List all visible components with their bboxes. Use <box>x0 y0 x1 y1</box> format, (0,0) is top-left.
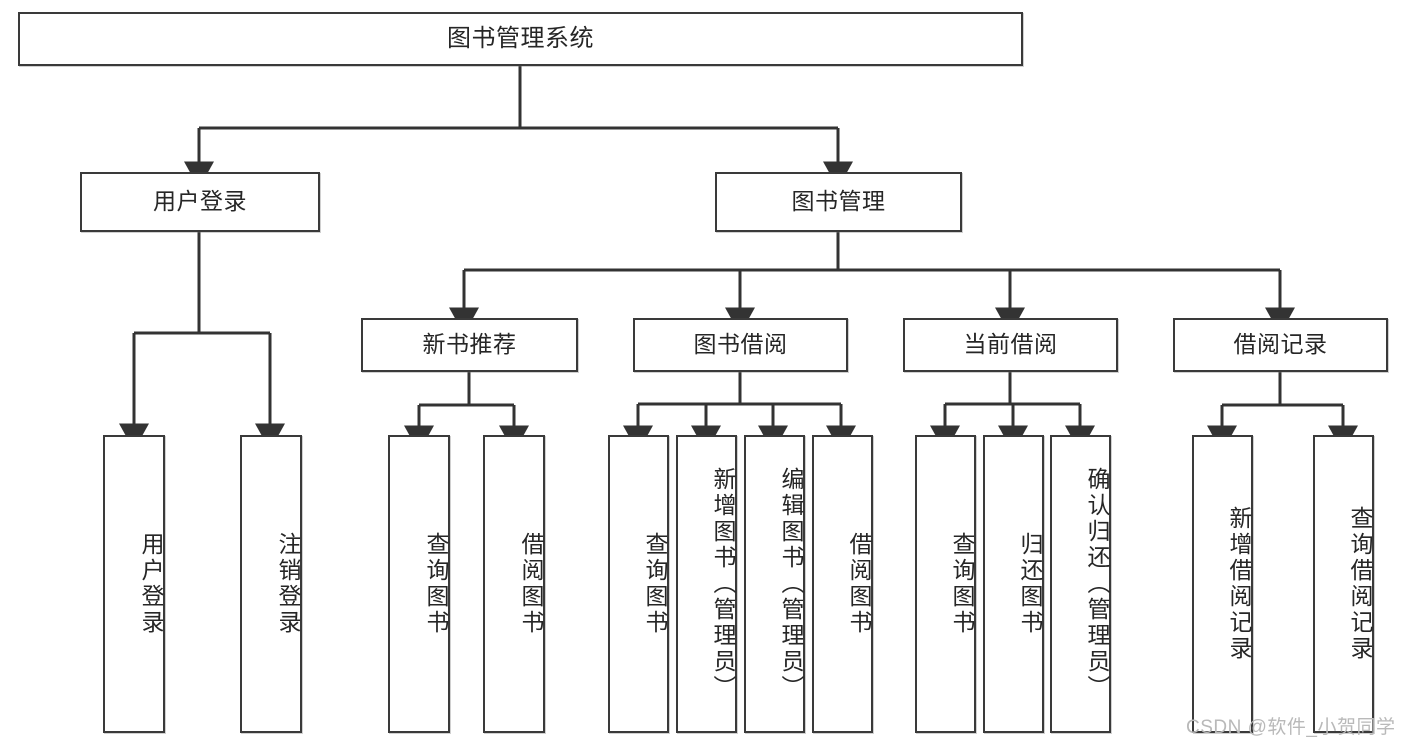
leaf-user-login-login[interactable]: 用户登录 <box>103 435 165 733</box>
leaf-new-book-borrow[interactable]: 借阅图书 <box>483 435 545 733</box>
node-label: 借阅图书 <box>846 532 872 636</box>
node-book-borrow[interactable]: 图书借阅 <box>633 318 848 372</box>
node-borrow-records[interactable]: 借阅记录 <box>1173 318 1388 372</box>
node-label: 查询借阅记录 <box>1347 506 1373 662</box>
node-label: 新增借阅记录 <box>1226 506 1252 662</box>
node-label: 图书借阅 <box>693 331 788 358</box>
node-label: 新增图书（管理员） <box>710 467 736 701</box>
node-label: 图书管理系统 <box>447 24 594 52</box>
node-label: 借阅图书 <box>518 532 544 636</box>
leaf-new-book-query[interactable]: 查询图书 <box>388 435 450 733</box>
node-label: 编辑图书（管理员） <box>778 467 804 701</box>
leaf-records-query-record[interactable]: 查询借阅记录 <box>1313 435 1374 733</box>
node-label: 查询图书 <box>949 532 975 636</box>
node-root-system[interactable]: 图书管理系统 <box>18 12 1023 66</box>
leaf-borrow-query-book[interactable]: 查询图书 <box>608 435 669 733</box>
node-label: 确认归还（管理员） <box>1084 467 1110 701</box>
leaf-records-add-record[interactable]: 新增借阅记录 <box>1192 435 1253 733</box>
leaf-current-confirm-return-admin[interactable]: 确认归还（管理员） <box>1050 435 1111 733</box>
node-label: 查询图书 <box>423 532 449 636</box>
node-label: 用户登录 <box>153 188 247 215</box>
node-current-borrow[interactable]: 当前借阅 <box>903 318 1118 372</box>
node-label: 注销登录 <box>275 532 301 636</box>
node-book-management[interactable]: 图书管理 <box>715 172 962 232</box>
leaf-user-login-logout[interactable]: 注销登录 <box>240 435 302 733</box>
leaf-current-query-book[interactable]: 查询图书 <box>915 435 976 733</box>
node-label: 当前借阅 <box>963 331 1058 358</box>
leaf-borrow-add-book-admin[interactable]: 新增图书（管理员） <box>676 435 737 733</box>
node-label: 新书推荐 <box>422 331 517 358</box>
node-label: 用户登录 <box>138 532 164 636</box>
node-label: 归还图书 <box>1017 532 1043 636</box>
node-label: 图书管理 <box>791 188 886 215</box>
node-new-book-recommend[interactable]: 新书推荐 <box>361 318 578 372</box>
node-label: 查询图书 <box>642 532 668 636</box>
node-user-login[interactable]: 用户登录 <box>80 172 320 232</box>
leaf-borrow-edit-book-admin[interactable]: 编辑图书（管理员） <box>744 435 805 733</box>
leaf-borrow-borrow-book[interactable]: 借阅图书 <box>812 435 873 733</box>
node-label: 借阅记录 <box>1233 331 1328 358</box>
leaf-current-return-book[interactable]: 归还图书 <box>983 435 1044 733</box>
csdn-watermark: CSDN @软件_小贺同学 <box>1186 717 1396 738</box>
